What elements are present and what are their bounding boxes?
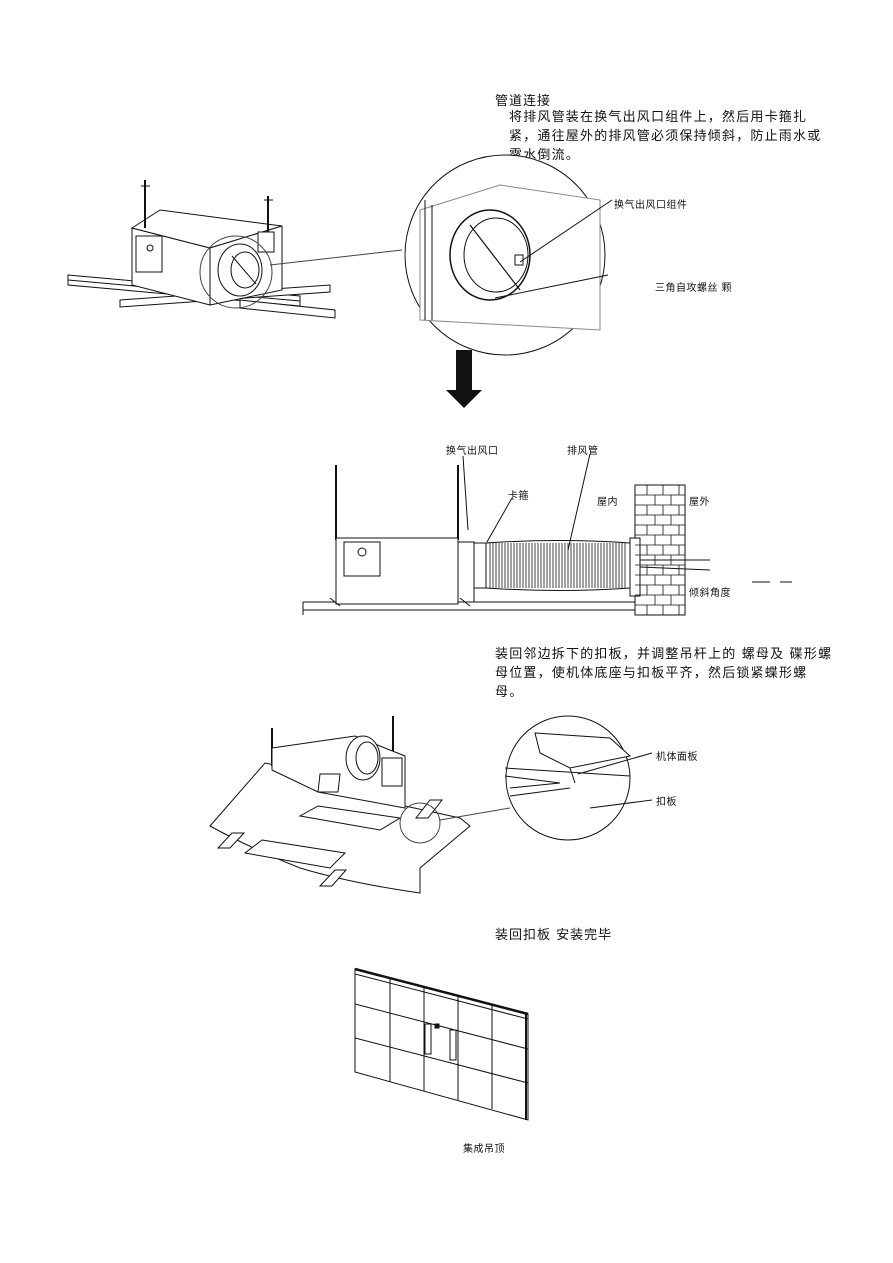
label-screw: 三角自攻螺丝 颗 <box>655 283 733 294</box>
down-arrow-icon <box>446 350 482 408</box>
label-outlet: 换气出风口 <box>446 446 499 457</box>
integrated-ceiling-diagram <box>0 962 893 1122</box>
label-buckle-plate: 扣板 <box>656 797 677 808</box>
section1-title: 管道连接 <box>495 94 552 109</box>
label-slope: 倾斜角度 <box>689 588 731 599</box>
ceiling-caption: 集成吊顶 <box>463 1144 505 1155</box>
unit-install-diagram <box>0 0 893 340</box>
label-duct: 排风管 <box>567 446 599 457</box>
section1-text: 将排风管装在换气出风口组件上，然后用卡箍扎紧，通往屋外的排风管必须保持倾斜，防止… <box>509 110 822 163</box>
duct-connection-diagram <box>0 430 893 630</box>
label-indoor: 屋内 <box>597 497 618 508</box>
panel-reinstall-diagram <box>0 708 893 898</box>
label-outdoor: 屋外 <box>689 497 710 508</box>
label-clamp: 卡箍 <box>508 491 529 502</box>
section3-text: 装回邻边拆下的扣板，并调整吊杆上的 螺母及 碟形螺母位置，使机体底座与扣板平齐，… <box>495 647 833 700</box>
label-panel: 机体面板 <box>656 752 698 763</box>
section4-title: 装回扣板 安装完毕 <box>495 928 613 943</box>
label-outlet-assembly: 换气出风口组件 <box>614 200 688 211</box>
